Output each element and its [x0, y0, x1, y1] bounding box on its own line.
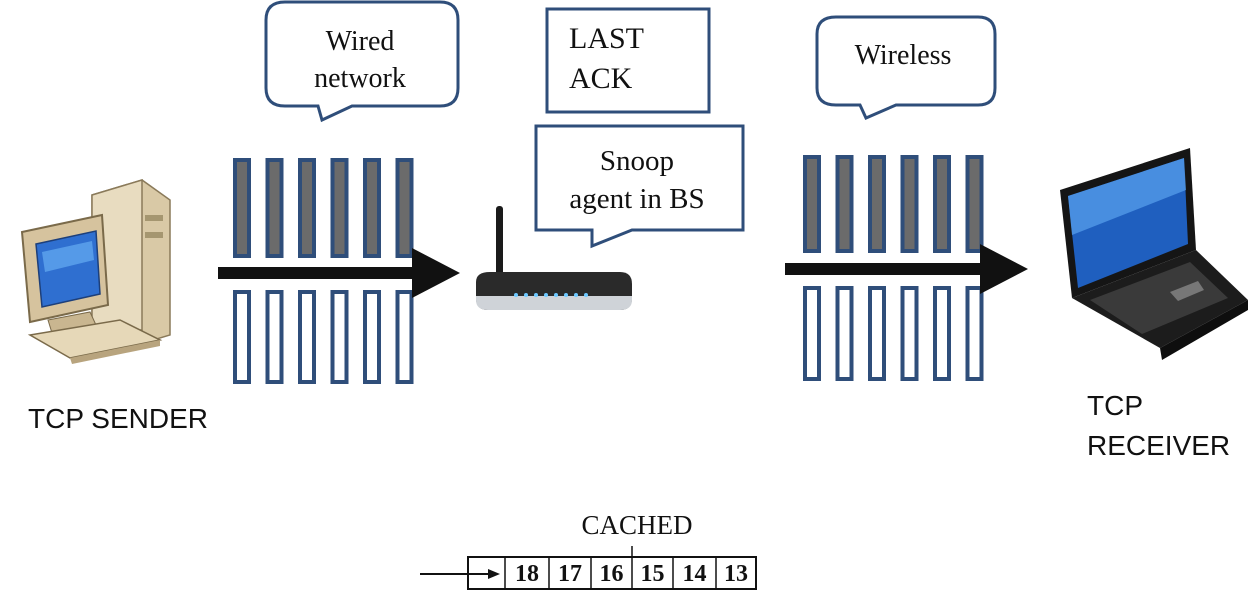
ack-slot — [835, 286, 854, 381]
wireless-ack-slots — [803, 286, 984, 381]
ack-slot — [395, 290, 414, 384]
ack-slot — [900, 286, 919, 381]
ack-slot — [298, 290, 316, 384]
cache-cell: 18 — [515, 561, 539, 587]
ack-slot — [233, 290, 251, 384]
data-packet — [835, 155, 854, 253]
data-packet — [933, 155, 951, 253]
data-packet — [965, 155, 984, 253]
ack-slot — [330, 290, 349, 384]
data-packet — [395, 158, 414, 258]
ack-slot — [933, 286, 951, 381]
cache-arrow-head — [488, 569, 500, 579]
cache-cell: 15 — [641, 561, 665, 587]
cache-cell: 14 — [683, 561, 707, 587]
cache-cell: 13 — [724, 561, 748, 587]
snoop-agent-callout: Snoop agent in BS — [534, 124, 745, 249]
ack-slot — [363, 290, 381, 384]
data-packet — [233, 158, 251, 258]
ack-slot — [803, 286, 821, 381]
wireless-arrow — [785, 244, 1028, 294]
router-icon — [476, 206, 632, 310]
wired-callout-line1: Wired — [326, 26, 395, 57]
data-packet — [298, 158, 316, 258]
last-ack-line2: ACK — [569, 62, 633, 95]
cache-cell: 17 — [558, 561, 582, 587]
tcp-sender-label: TCP SENDER — [28, 403, 208, 434]
wireless-callout-text: Wireless — [855, 40, 952, 71]
data-packet — [900, 155, 919, 253]
data-packet — [363, 158, 381, 258]
data-packet — [265, 158, 284, 258]
wired-callout-line2: network — [314, 63, 406, 94]
wired-network-callout: Wired network — [264, 0, 460, 123]
ack-slot — [265, 290, 284, 384]
wired-ack-slots — [233, 290, 414, 384]
data-packet — [803, 155, 821, 253]
ack-slot — [965, 286, 984, 381]
cache-title: CACHED — [581, 510, 692, 540]
data-packet — [330, 158, 349, 258]
wireless-callout: Wireless — [815, 15, 997, 120]
laptop-icon — [1060, 148, 1248, 360]
ack-slot — [868, 286, 886, 381]
cache-queue: 18 17 16 15 14 13 — [420, 546, 757, 590]
wired-data-packets — [233, 158, 414, 258]
data-packet — [868, 155, 886, 253]
tcp-receiver-label-line1: TCP — [1087, 390, 1143, 421]
last-ack-box: LAST ACK — [545, 7, 711, 114]
snoop-callout-line1: Snoop — [600, 145, 674, 177]
desktop-computer-icon — [20, 178, 171, 364]
last-ack-line1: LAST — [569, 22, 644, 55]
wired-arrow — [218, 248, 460, 298]
snoop-callout-line2: agent in BS — [569, 183, 704, 215]
tcp-receiver-label-line2: RECEIVER — [1087, 430, 1230, 461]
wireless-data-packets — [803, 155, 984, 253]
cache-outline — [467, 556, 757, 590]
cache-cell: 16 — [600, 561, 624, 587]
